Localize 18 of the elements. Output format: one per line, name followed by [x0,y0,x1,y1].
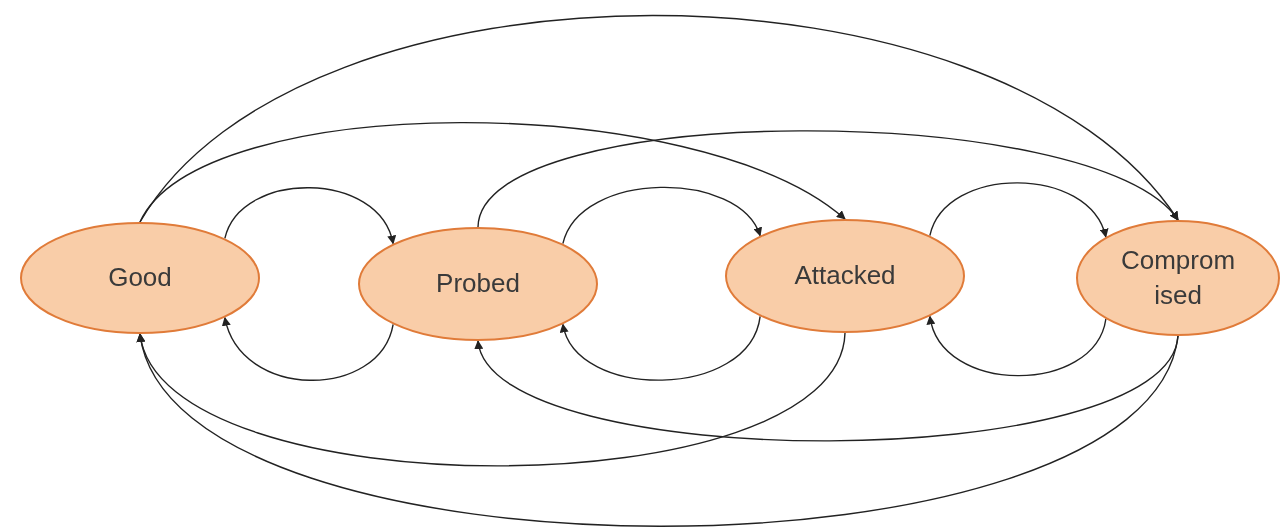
arrow [477,130,1179,228]
state-ellipse [20,222,260,334]
state-label: Good [108,261,172,295]
arrow [139,332,846,467]
state-ellipse [358,227,598,341]
arrow [224,187,395,245]
arrow [223,316,394,381]
arrow [929,182,1108,238]
state-ellipse [1076,220,1280,336]
state-label: Probed [436,267,520,301]
arrow [562,186,761,245]
state-ellipse [725,219,965,333]
arrow [139,121,846,223]
arrow [927,315,1107,377]
state-label: Comprom ised [1119,243,1237,312]
arrow [139,333,1179,527]
arrow [561,315,761,381]
state-label: Attacked [794,259,896,293]
